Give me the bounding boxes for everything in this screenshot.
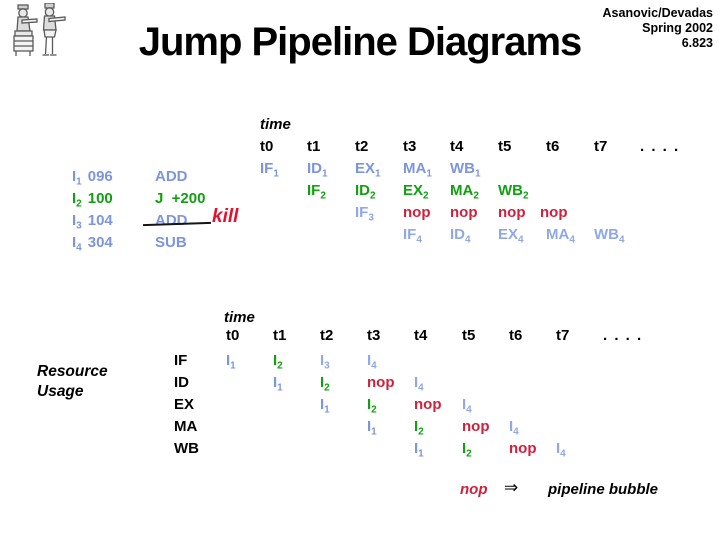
instruction-mnemonic: ADD (155, 168, 188, 185)
resource-cell: I2 (367, 396, 377, 416)
time-tick-label: t1 (273, 327, 287, 344)
time-ellipsis: . . . . (603, 327, 643, 344)
egyptian-figures-logo (13, 3, 66, 56)
resource-cell: I4 (414, 374, 424, 394)
implies-arrow: ⇒ (504, 478, 519, 497)
pipeline-stage-cell: EX2 (403, 182, 429, 202)
resource-cell: I4 (509, 418, 519, 438)
pipeline-stage-cell: nop (450, 204, 478, 221)
slide-title: Jump Pipeline Diagrams (138, 20, 583, 64)
time-tick-label: t0 (260, 138, 274, 155)
pipeline-bubble-label: pipeline bubble (548, 481, 659, 498)
resource-cell: I1 (367, 418, 377, 438)
course-number: 6.823 (681, 36, 713, 50)
pipeline-stage-cell: ID2 (355, 182, 376, 202)
time-tick-label: t4 (414, 327, 428, 344)
pipeline-stage-cell: nop (498, 204, 526, 221)
instruction-address: 104 (87, 212, 113, 229)
time-tick-label: t1 (307, 138, 321, 155)
resource-cell: I1 (414, 440, 424, 460)
resource-cell: I4 (367, 352, 377, 372)
resource-cell: I1 (226, 352, 236, 372)
pipeline-stage-cell: IF4 (403, 226, 422, 246)
time-tick-label: t6 (509, 327, 523, 344)
pipeline-stage-cell: MA1 (403, 160, 432, 180)
instruction-address: 096 (87, 168, 113, 185)
pipeline-stage-cell: nop (403, 204, 431, 221)
time-axis-label: time (260, 116, 291, 133)
resource-cell: I4 (556, 440, 566, 460)
pipeline-stage-cell: WB1 (450, 160, 481, 180)
time-tick-label: t6 (546, 138, 560, 155)
course-attribution: Asanovic/Devadas (602, 6, 713, 20)
pipeline-stage-cell: MA4 (546, 226, 575, 246)
time-tick-label: t5 (498, 138, 512, 155)
instruction-mnemonic: J +200 (155, 190, 206, 207)
resource-cell: nop (509, 440, 537, 457)
pipeline-stage-cell: IF3 (355, 204, 374, 224)
resource-cell: I1 (320, 396, 330, 416)
time-tick-label: t4 (450, 138, 464, 155)
stage-row-label: ID (174, 374, 189, 391)
instruction-address: 100 (87, 190, 113, 207)
resource-cell: I1 (273, 374, 283, 394)
time-tick-label: t2 (320, 327, 334, 344)
pipeline-stage-cell: nop (540, 204, 568, 221)
instruction-address: 304 (87, 234, 113, 251)
stage-row-label: IF (174, 352, 188, 369)
time-tick-label: t0 (226, 327, 240, 344)
pipeline-stage-cell: ID1 (307, 160, 328, 180)
stage-row-label: EX (174, 396, 195, 413)
kill-annotation: kill (212, 206, 239, 227)
time-tick-label: t2 (355, 138, 369, 155)
resource-cell: I2 (414, 418, 424, 438)
instruction-mnemonic: SUB (155, 234, 187, 251)
resource-cell: I2 (273, 352, 283, 372)
pipeline-stage-cell: EX4 (498, 226, 524, 246)
resource-cell: nop (414, 396, 442, 413)
course-term: Spring 2002 (642, 21, 713, 35)
resource-cell: I2 (462, 440, 472, 460)
time-axis-label: time (224, 309, 255, 326)
pipeline-stage-cell: EX1 (355, 160, 381, 180)
pipeline-stage-cell: ID4 (450, 226, 471, 246)
pipeline-stage-cell: WB2 (498, 182, 529, 202)
stage-row-label: MA (174, 418, 198, 435)
pipeline-stage-cell: WB4 (594, 226, 625, 246)
course-info: Asanovic/Devadas Spring 2002 6.823 (603, 6, 713, 51)
resource-cell: nop (462, 418, 490, 435)
resource-cell: I4 (462, 396, 472, 416)
resource-cell: I3 (320, 352, 330, 372)
time-ellipsis: . . . . (640, 138, 680, 155)
pipeline-stage-cell: IF2 (307, 182, 326, 202)
time-tick-label: t7 (594, 138, 608, 155)
time-tick-label: t5 (462, 327, 476, 344)
time-tick-label: t3 (367, 327, 381, 344)
pipeline-stage-cell: IF1 (260, 160, 279, 180)
resource-cell: nop (367, 374, 395, 391)
nop-legend: nop (460, 481, 488, 498)
time-tick-label: t7 (556, 327, 570, 344)
resource-cell: I2 (320, 374, 330, 394)
time-tick-label: t3 (403, 138, 417, 155)
stage-row-label: WB (174, 440, 199, 457)
pipeline-stage-cell: MA2 (450, 182, 479, 202)
instruction-mnemonic: ADD (155, 212, 188, 229)
